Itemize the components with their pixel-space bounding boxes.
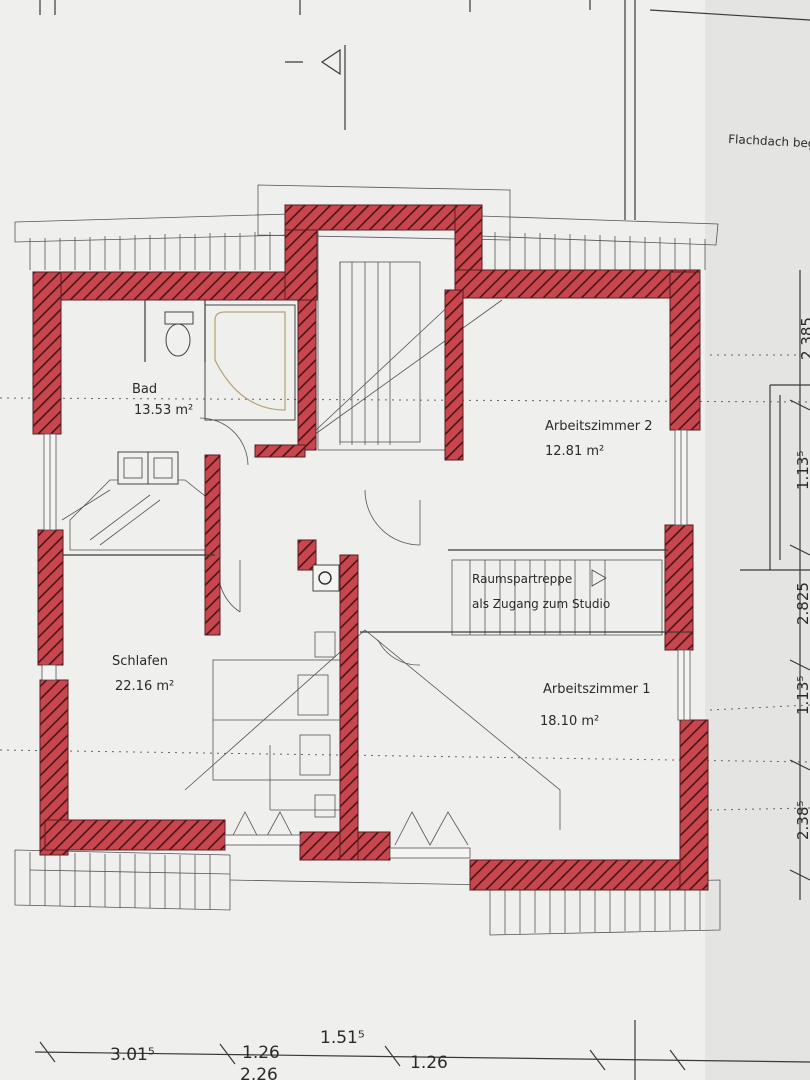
dim-bottom-1: 1.26 [242,1043,280,1063]
flat-roof-outline [624,0,810,571]
stair-note-line1: Raumspartreppe [472,572,572,586]
paper-shadow-right [705,0,810,1080]
roof-overhang [14,184,719,270]
wall-right-upper [669,271,701,431]
wall-right-lower [679,719,709,891]
windows [41,429,691,859]
wall-bath-partition [204,454,221,636]
dim-bottom-3: 1.26 [410,1053,448,1073]
bottom-dimension-line: 3.01⁵ 1.26 1.51⁵ 1.26 2.26 [34,1020,810,1080]
dim-right-3: 1.13⁵ [794,676,810,715]
partitions [63,300,692,633]
room-labels: Bad 13.53 m² Arbeitszimmer 2 12.81 m² Sc… [112,382,652,729]
room-area-arbeitszimmer-2: 12.81 m² [545,444,604,459]
dashed-reference-lines [0,354,810,811]
wall-corridor-right [444,289,464,461]
flue-icon [312,564,340,592]
wall-right-mid [664,524,694,651]
washbasin-double [117,451,179,485]
wall-left-mid [37,529,64,666]
wall-center-vertical [339,554,359,861]
wall-bath-stub [254,444,306,458]
toilet-icon [164,311,194,357]
dim-bottom-2: 1.51⁵ [320,1028,365,1048]
wardrobe-diagonal [184,629,561,830]
right-dimension-line: 2.385 1.13⁵ 2.825 1.13⁵ 2.38⁵ [789,270,810,900]
wall-stair-divider [297,299,317,451]
dim-right-0: 2.385 [798,317,810,360]
dim-bottom-0: 3.01⁵ [110,1045,155,1065]
dim-right-2: 2.825 [794,582,810,625]
roof-note: Flachdach beg [728,132,810,151]
dim-right-1: 1.13⁵ [794,451,810,490]
stair-note-line2: als Zugang zum Studio [472,597,610,611]
wall-top-left [32,271,291,301]
room-name-arbeitszimmer-1: Arbeitszimmer 1 [543,682,650,697]
rafters-top-left [29,232,271,270]
top-dimension-fragments [39,0,591,15]
room-area-schlafen: 22.16 m² [115,679,174,694]
wall-bottom-left [44,819,226,851]
wall-bottom-right [469,859,701,891]
wall-chimney-top [284,204,483,231]
space-saving-stair [451,559,663,636]
bathtub [204,304,296,421]
dim-right-4: 2.38⁵ [794,801,810,840]
roof-overhang-bottom [14,849,721,936]
room-name-arbeitszimmer-2: Arbeitszimmer 2 [545,419,652,434]
room-name-schlafen: Schlafen [112,654,168,669]
wall-left-upper [32,271,62,435]
room-area-arbeitszimmer-1: 18.10 m² [540,714,599,729]
room-name-bad: Bad [132,382,157,397]
wall-center-left [297,539,317,571]
dim-bottom-4: 2.26 [240,1065,278,1080]
room-area-bad: 13.53 m² [134,403,193,418]
section-arrow-icon [285,45,346,130]
wall-top-right [454,269,701,299]
